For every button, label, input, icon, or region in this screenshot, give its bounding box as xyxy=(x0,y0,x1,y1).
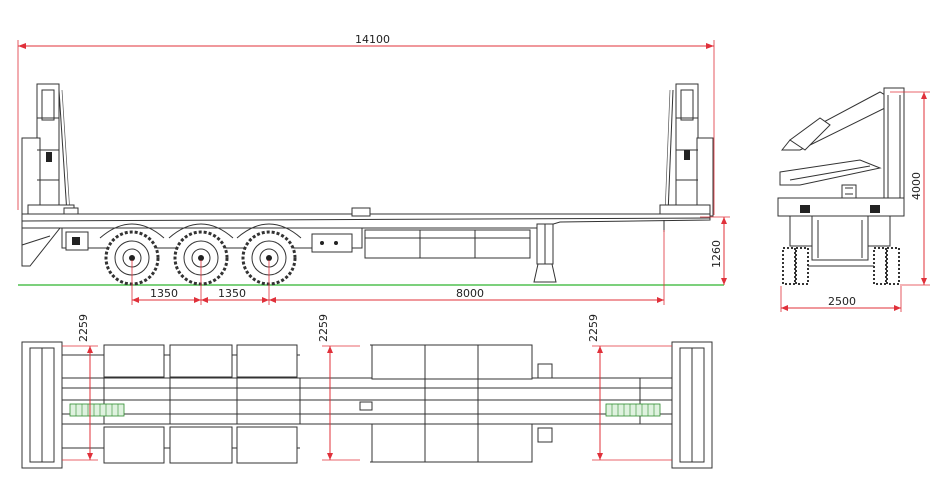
kingpin-axle-label: 8000 xyxy=(456,287,484,300)
axle-spacing-2-label: 1350 xyxy=(218,287,246,300)
left-stabilizer xyxy=(69,403,125,417)
axle-dimensions: 1350 1350 8000 xyxy=(131,230,665,305)
rear-wheels xyxy=(782,247,900,285)
right-stabilizer xyxy=(605,403,661,417)
overall-height-dimension: 4000 xyxy=(890,91,930,286)
overall-width-label: 2500 xyxy=(828,295,856,308)
top-left-offset-dimension: 2259 xyxy=(62,314,98,461)
top-right-offset-dimension: 2259 xyxy=(587,314,672,461)
top-center-offset-label: 2259 xyxy=(317,314,330,342)
right-crane xyxy=(659,83,714,217)
wheel-1 xyxy=(104,230,160,286)
top-left-offset-label: 2259 xyxy=(77,314,90,342)
rear-body xyxy=(777,197,905,261)
overall-width-dimension: 2500 xyxy=(780,286,902,312)
deck-height-dimension: 1260 xyxy=(700,216,730,285)
top-right-offset-label: 2259 xyxy=(587,314,600,342)
rear-view: 4000 2500 xyxy=(777,87,930,312)
top-center-offset-dimension: 2259 xyxy=(317,314,360,461)
axle-spacing-1-label: 1350 xyxy=(150,287,178,300)
overall-height-label: 4000 xyxy=(910,172,923,200)
top-view: 2259 2259 2259 xyxy=(21,314,713,469)
overall-length-label: 14100 xyxy=(355,33,390,46)
left-crane xyxy=(21,83,75,217)
axle-wheels xyxy=(99,223,302,286)
side-view: 14100 xyxy=(17,33,730,305)
overall-length-dimension: 14100 xyxy=(17,33,715,215)
deck-height-label: 1260 xyxy=(710,240,723,268)
rear-crane-arm xyxy=(779,87,905,211)
